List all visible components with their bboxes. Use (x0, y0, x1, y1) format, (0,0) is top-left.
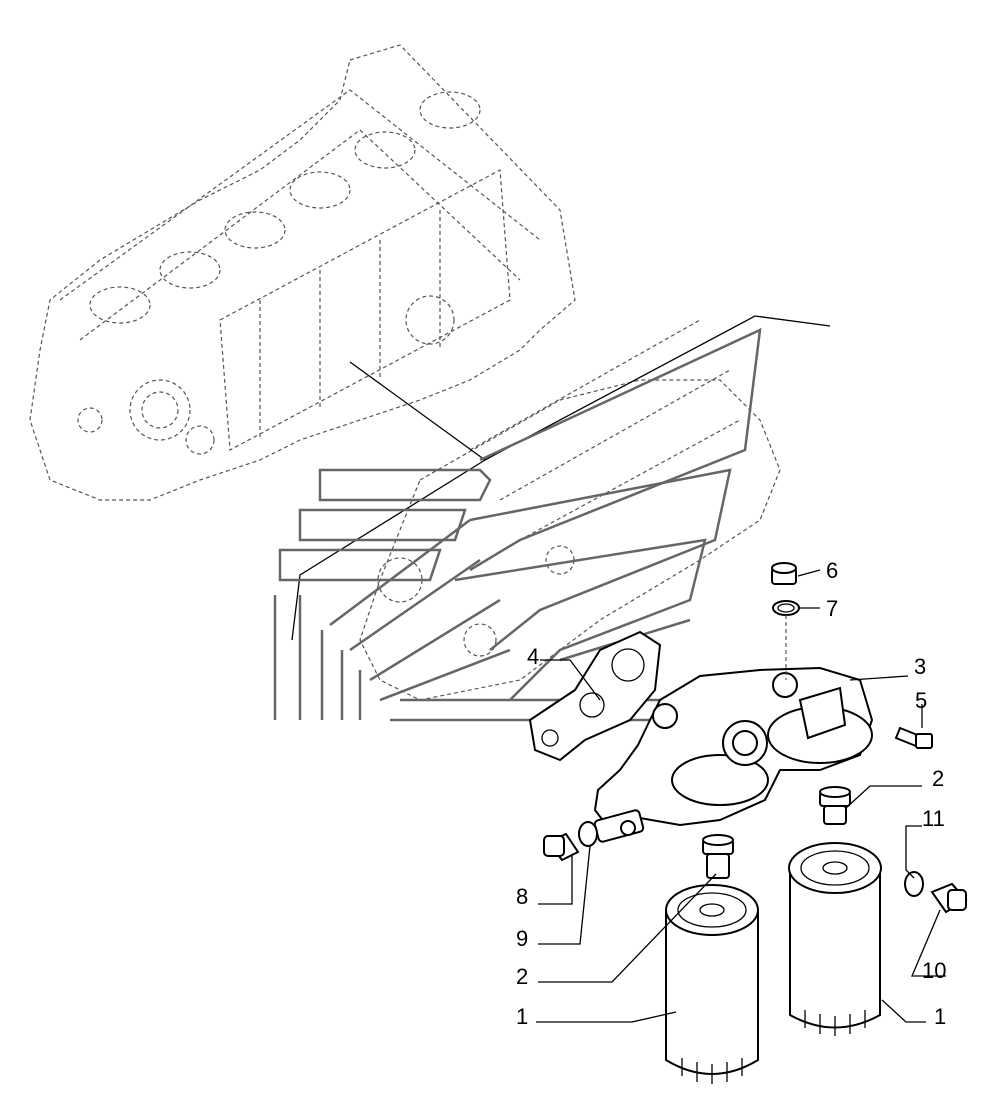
plug-10 (930, 882, 968, 914)
detail-leader-lines (291, 315, 831, 641)
bolt-5 (894, 726, 933, 749)
callout-2-left: 2 (516, 964, 528, 989)
callout-9: 9 (516, 926, 528, 951)
filter-head-gasket (528, 630, 662, 762)
callout-7: 7 (826, 596, 838, 621)
washer-11 (904, 871, 924, 897)
callout-1-left: 1 (516, 1004, 528, 1029)
oil-filter-head (593, 666, 874, 843)
callout-4: 4 (527, 644, 539, 669)
callout-11: 11 (922, 806, 945, 831)
oil-filter-right (788, 842, 882, 1036)
section-bands (273, 327, 762, 722)
callout-3: 3 (914, 654, 926, 679)
callout-1-right: 1 (934, 1004, 946, 1029)
callout-10: 10 (922, 958, 946, 983)
washer-7 (772, 600, 800, 616)
callout-labels: 6 7 3 4 5 2 11 8 9 10 2 1 1 (516, 558, 946, 1029)
callout-6: 6 (826, 558, 838, 583)
nipple-2-right (819, 786, 851, 825)
callout-8: 8 (516, 884, 528, 909)
oil-filter-left (665, 884, 759, 1084)
plug-8 (543, 832, 580, 862)
nipple-2-left (702, 834, 734, 879)
washer-9 (578, 821, 598, 847)
callout-2-right: 2 (932, 766, 944, 791)
leader-lines (536, 569, 946, 1023)
callout-5: 5 (915, 688, 927, 713)
plug-6 (771, 562, 797, 585)
